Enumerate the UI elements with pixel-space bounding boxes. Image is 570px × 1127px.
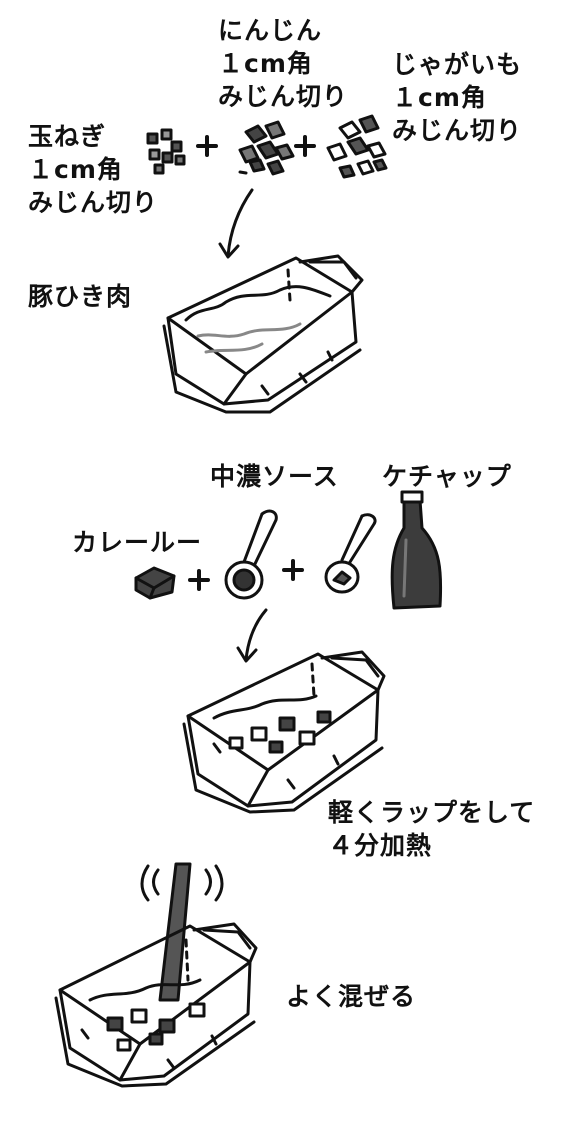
potato-label-line3: みじん切り bbox=[392, 116, 523, 145]
arrow-icon bbox=[236, 608, 268, 663]
mix-label-text: よく混ぜる bbox=[286, 982, 417, 1011]
tablespoon-icon bbox=[224, 509, 278, 600]
curry-roux-label: カレールー bbox=[72, 526, 202, 559]
carrot-label-line2: １cm角 bbox=[218, 49, 313, 78]
motion-lines-icon bbox=[140, 864, 224, 902]
plus-icon bbox=[196, 135, 218, 157]
plus-icon bbox=[282, 559, 304, 581]
onion-pile-icon bbox=[146, 128, 186, 175]
baking-dish-icon bbox=[54, 922, 258, 1088]
mix-label: よく混ぜる bbox=[286, 980, 416, 1013]
onion-label: 玉ねぎ １cm角 みじん切り bbox=[28, 120, 158, 219]
curry-roux-icon bbox=[134, 566, 176, 600]
pork-label-text: 豚ひき肉 bbox=[28, 282, 133, 311]
heat-label-line1: 軽くラップをして bbox=[328, 798, 536, 827]
potato-label-line1: じゃがいも bbox=[392, 50, 523, 79]
carrot-pile-icon bbox=[238, 120, 295, 176]
baking-dish-icon bbox=[182, 650, 386, 814]
ketchup-bottle-icon bbox=[390, 490, 443, 610]
potato-pile-icon bbox=[326, 114, 388, 179]
plus-icon bbox=[294, 135, 316, 157]
carrot-label-line1: にんじん bbox=[218, 16, 323, 45]
onion-label-line3: みじん切り bbox=[28, 188, 159, 217]
heat-label: 軽くラップをして ４分加熱 bbox=[328, 796, 535, 862]
arrow-icon bbox=[218, 188, 254, 259]
teaspoon-icon bbox=[324, 513, 377, 594]
carrot-label: にんじん １cm角 みじん切り bbox=[218, 14, 348, 113]
pork-label: 豚ひき肉 bbox=[28, 280, 132, 313]
sauce-label: 中濃ソース bbox=[210, 460, 339, 493]
carrot-label-line3: みじん切り bbox=[218, 82, 349, 111]
ketchup-label: ケチャップ bbox=[382, 460, 512, 493]
potato-label-line2: １cm角 bbox=[392, 83, 487, 112]
sauce-label-text: 中濃ソース bbox=[210, 462, 339, 491]
baking-dish-icon bbox=[162, 254, 364, 414]
potato-label: じゃがいも １cm角 みじん切り bbox=[392, 48, 522, 147]
onion-label-line2: １cm角 bbox=[28, 155, 123, 184]
ketchup-label-text: ケチャップ bbox=[382, 462, 512, 491]
plus-icon bbox=[188, 569, 210, 591]
onion-label-line1: 玉ねぎ bbox=[28, 122, 107, 151]
heat-label-line2: ４分加熱 bbox=[328, 831, 433, 860]
curry-roux-label-text: カレールー bbox=[72, 528, 203, 557]
